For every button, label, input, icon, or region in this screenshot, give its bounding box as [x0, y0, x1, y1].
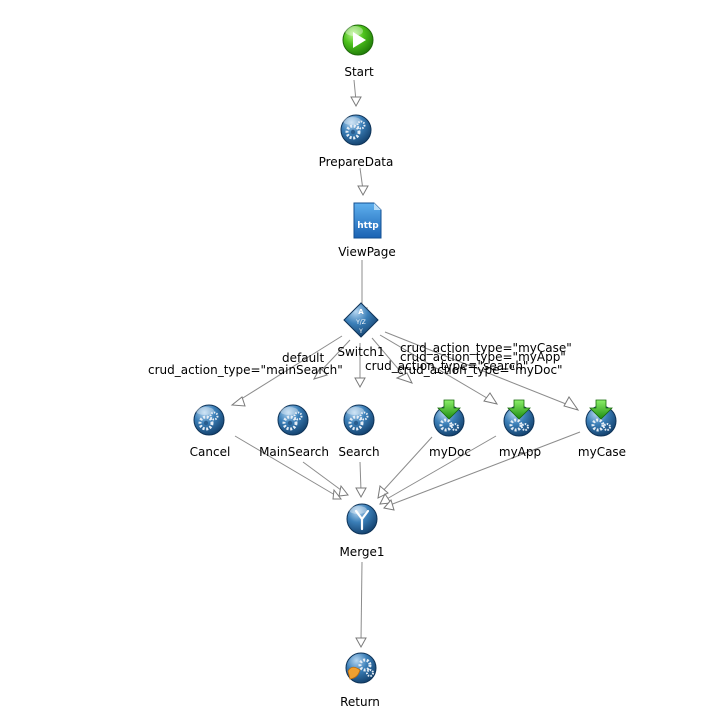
node-mycase[interactable]: myCase — [578, 399, 626, 459]
node-search[interactable]: Search — [338, 404, 380, 459]
arrowhead — [483, 392, 499, 405]
node-label: Return — [340, 695, 380, 709]
node-label: Switch1 — [337, 345, 384, 359]
node-label: PrepareData — [319, 155, 394, 169]
node-label: myCase — [578, 445, 626, 459]
edge-mycase-merge1 — [389, 431, 581, 506]
node-label: Cancel — [190, 445, 231, 459]
node-preparedata[interactable]: PrepareData — [319, 114, 394, 169]
node-merge1[interactable]: Merge1 — [339, 503, 385, 559]
edge-search-merge1 — [359, 461, 362, 492]
edge-mydoc-merge1 — [380, 436, 433, 494]
gear-icon — [193, 404, 225, 436]
gear-icon — [277, 404, 309, 436]
http-text: http — [357, 221, 379, 231]
gear-download-icon — [503, 399, 535, 437]
edge-switch1-mainsearch — [317, 339, 351, 375]
edge-label-search: crud_action_type="search" — [365, 359, 528, 373]
gear-icon — [343, 404, 375, 436]
node-label: Search — [338, 445, 379, 459]
node-viewpage[interactable]: http ViewPage — [338, 202, 396, 259]
node-start[interactable]: Start — [342, 24, 374, 79]
node-label: MainSearch — [259, 445, 329, 459]
edge-merge1-return — [360, 561, 363, 642]
edge-label-mydoc: crud_action_type="myDoc" — [397, 363, 563, 377]
edge-label-mycase: crud_action_type="myCase" — [400, 341, 572, 355]
node-label: myApp — [499, 445, 541, 459]
edge-switch1-cancel — [237, 335, 343, 402]
arrowhead — [563, 396, 580, 411]
arrowhead — [379, 493, 392, 505]
edge-label-myapp: crud_action_type="myApp" — [400, 350, 566, 364]
edge-label-mainsearch: crud_action_type="mainSearch" — [148, 363, 343, 377]
gear-download-icon — [433, 399, 465, 437]
gear-icon — [340, 114, 372, 146]
arrowhead — [312, 367, 328, 380]
arrowhead — [357, 185, 369, 197]
arrowhead — [377, 485, 389, 499]
node-label: ViewPage — [338, 245, 396, 259]
arrowhead — [350, 96, 362, 108]
node-label: Start — [344, 65, 374, 79]
svg-text:A: A — [358, 308, 364, 316]
node-label: Merge1 — [339, 545, 384, 559]
http-document-icon: http — [353, 202, 382, 239]
arrowhead — [332, 488, 343, 500]
node-mainsearch[interactable]: MainSearch — [259, 404, 329, 459]
gear-download-icon — [585, 399, 617, 437]
edge-myapp-merge1 — [384, 435, 497, 501]
svg-text:Y: Y — [358, 328, 363, 335]
arrowhead — [338, 484, 349, 497]
edge-cancel-merge1 — [234, 435, 341, 499]
edge-switch1-mycase — [384, 331, 572, 407]
edge-switch1-mydoc — [371, 337, 407, 379]
edge-label-default: default — [282, 351, 325, 365]
arrowhead — [355, 637, 367, 649]
edge-mainsearch-merge1 — [302, 461, 346, 494]
switch-icon: A Y/Z Y — [343, 302, 379, 338]
node-switch1[interactable]: A Y/Z Y Switch1 — [337, 302, 385, 359]
node-cancel[interactable]: Cancel — [190, 404, 231, 459]
play-icon — [342, 24, 374, 56]
arrowhead — [354, 377, 366, 389]
return-icon — [345, 652, 377, 684]
node-mydoc[interactable]: myDoc — [429, 399, 471, 459]
arrowhead — [383, 498, 395, 511]
merge-icon — [346, 503, 378, 535]
edges — [230, 79, 581, 649]
edge-labels: default crud_action_type="mainSearch" cr… — [148, 341, 572, 377]
node-return[interactable]: Return — [340, 652, 380, 709]
arrowhead — [395, 372, 413, 384]
arrowhead — [230, 396, 246, 407]
node-label: myDoc — [429, 445, 471, 459]
node-myapp[interactable]: myApp — [499, 399, 541, 459]
arrowhead — [355, 487, 367, 499]
edge-switch1-myapp — [379, 334, 493, 402]
svg-text:Y/Z: Y/Z — [355, 319, 366, 326]
